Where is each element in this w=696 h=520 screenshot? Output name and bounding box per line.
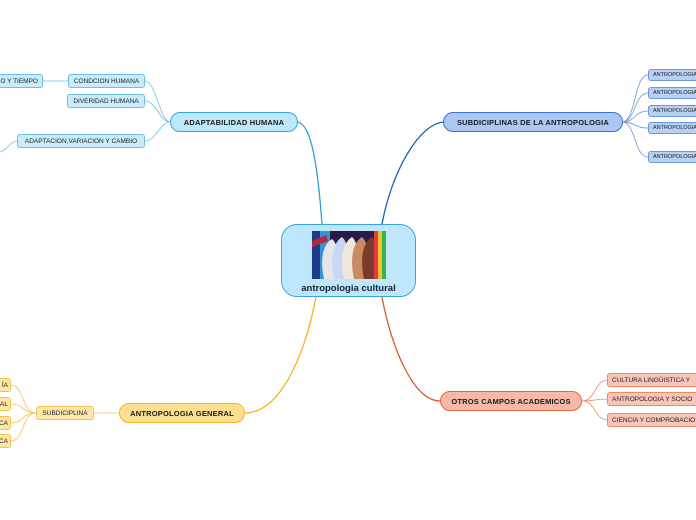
node-antropologia-socio[interactable]: ANTROPOLOGIA Y SOCIO	[607, 392, 696, 406]
branch-antropologia-general[interactable]: ANTROPOLOGIA GENERAL	[119, 403, 245, 423]
central-title: antropologia cultural	[301, 283, 396, 294]
branch-otros-campos-academicos[interactable]: OTROS CAMPOS ACADEMICOS	[440, 391, 582, 411]
node-adaptacion-variacion-cambio[interactable]: ADAPTACION,VARIACION Y CAMBIO	[17, 134, 145, 148]
link-adaptabilidad	[296, 121, 323, 225]
multicolored-faces-painting-image	[311, 231, 386, 279]
link-leaf-3	[10, 412, 37, 424]
link-leaf-4	[10, 412, 37, 442]
link-antro-4	[621, 121, 649, 129]
node-antropologia-5[interactable]: ANTROPOLOGIA	[648, 151, 696, 163]
link-general	[244, 296, 317, 414]
link-ciencia	[581, 400, 609, 421]
node-subdiciplina-leaf-2[interactable]: AL	[0, 397, 11, 411]
node-antropologia-1[interactable]: ANTROPOLOGIA	[648, 69, 696, 81]
link-antro-2	[621, 92, 649, 123]
node-antropologia-2[interactable]: ANTROPOLOGIA	[648, 87, 696, 99]
node-antropologia-3[interactable]: ANTROPOLOGIA	[648, 105, 696, 117]
node-cultura-linguistica[interactable]: CULTURA LINGÜISTICA Y	[607, 373, 696, 387]
link-condicion	[144, 80, 171, 123]
node-subdiciplina-leaf-3[interactable]: CA	[0, 416, 11, 430]
link-adaptacion	[144, 121, 171, 142]
branch-subdisciplinas[interactable]: SUBDICIPLINAS DE LA ANTROPOLOGIA	[443, 112, 623, 132]
link-antro-5	[621, 121, 649, 158]
link-otros	[381, 296, 441, 402]
node-subdiciplina[interactable]: SUBDICIPLINA	[36, 406, 94, 420]
central-topic[interactable]: antropologia cultural	[281, 224, 416, 297]
node-subdiciplina-leaf-4[interactable]: CA	[0, 434, 11, 448]
branch-adaptabilidad-humana[interactable]: ADAPTABILIDAD HUMANA	[170, 112, 298, 132]
link-cultura	[581, 379, 609, 402]
link-subdisciplinas	[381, 121, 445, 225]
node-ciencia-comprobacion[interactable]: CIENCIA Y COMPROBACIO	[607, 413, 696, 427]
node-condicion-humana[interactable]: CONDCION HUMANA	[68, 74, 145, 88]
link-leaf-1	[10, 384, 37, 414]
link-diversidad	[144, 100, 171, 123]
link-antro-1	[621, 74, 649, 123]
node-espacio-tiempo[interactable]: O Y TIEMPO	[0, 74, 43, 88]
link-leaf-2	[10, 403, 37, 414]
link-antro-3	[621, 110, 649, 123]
node-subdiciplina-leaf-1[interactable]: ÍA	[0, 378, 11, 392]
link-adaptacion-left	[0, 140, 18, 153]
node-antropologia-4[interactable]: ANTROPOLOGIA	[648, 122, 696, 134]
node-diversidad-humana[interactable]: DIVERIDAD HUMANA	[67, 94, 145, 108]
